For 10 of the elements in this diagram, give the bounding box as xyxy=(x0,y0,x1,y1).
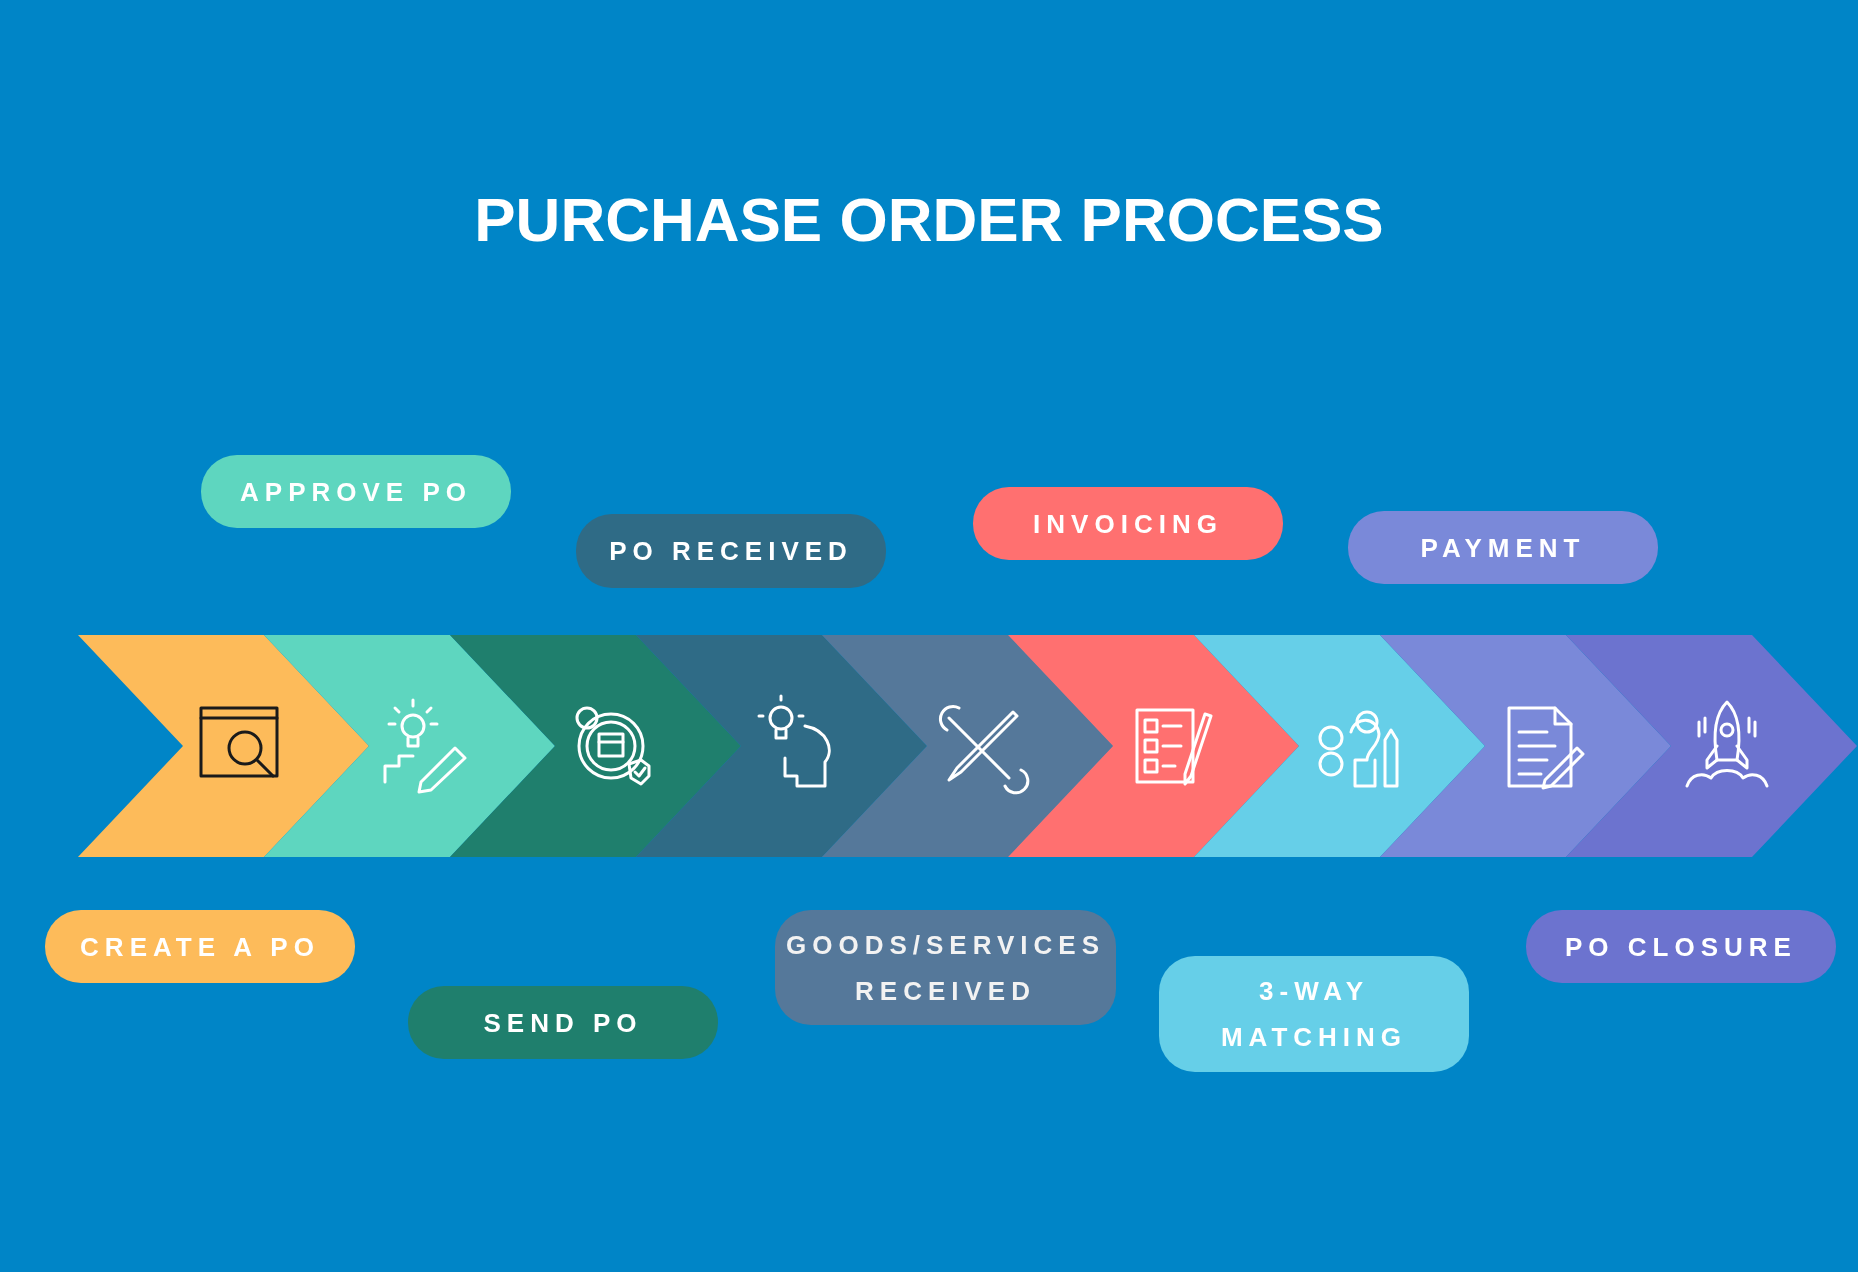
step-label-pill: 3-WAY MATCHING xyxy=(1159,956,1469,1072)
step-label-pill: PO RECEIVED xyxy=(576,514,886,588)
step-label-pill: GOODS/SERVICES RECEIVED xyxy=(775,910,1116,1025)
step-label-pill: SEND PO xyxy=(408,986,718,1059)
step-label-pill: APPROVE PO xyxy=(201,455,511,528)
step-label-pill: PAYMENT xyxy=(1348,511,1658,584)
step-label-pill: CREATE A PO xyxy=(45,910,355,983)
step-label-pill: PO CLOSURE xyxy=(1526,910,1836,983)
title: PURCHASE ORDER PROCESS xyxy=(473,184,1385,256)
step-label-pill: INVOICING xyxy=(973,487,1283,560)
